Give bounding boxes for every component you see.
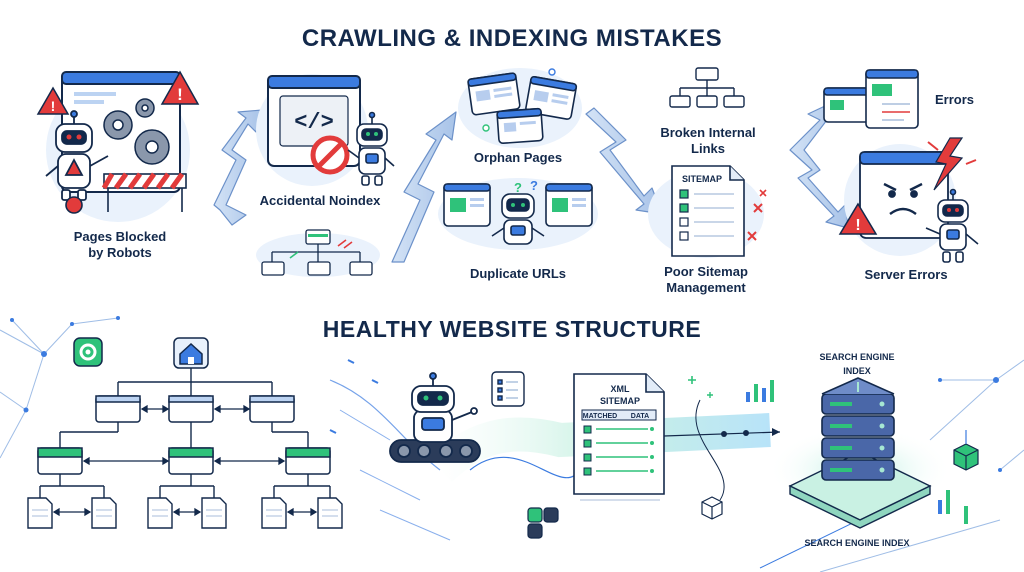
label-broken-internal: Broken Internal <box>660 125 755 140</box>
sitemap-doc-title: SITEMAP <box>682 174 722 184</box>
errors-illustration: Errors <box>823 69 974 129</box>
accidental-noindex-illustration: </> Accidental Noindex <box>256 74 395 277</box>
warning-icon: ! <box>838 202 878 235</box>
label-management: Management <box>666 280 746 295</box>
zigzag-arrow-2 <box>391 111 457 263</box>
crawler-robot <box>389 372 481 463</box>
home-icon <box>173 337 209 369</box>
cube-icon <box>701 496 723 520</box>
gear-icon <box>103 98 170 165</box>
cross-icon <box>747 189 767 241</box>
top-section-title: CRAWLING & INDEXING MISTAKES <box>302 25 722 52</box>
robot-icon <box>45 110 109 201</box>
puzzle-icon <box>527 507 559 539</box>
svg-text:!: ! <box>855 217 860 234</box>
broken-links-illustration: Broken Internal Links <box>660 67 756 156</box>
label-pages-blocked: Pages Blocked <box>74 229 167 244</box>
warning-icon: ! ! <box>36 70 200 115</box>
robot-icon <box>925 188 979 263</box>
label-duplicate-urls: Duplicate URLs <box>470 266 566 281</box>
index-subtitle: INDEX <box>843 366 871 376</box>
website-tree <box>27 337 343 529</box>
bottom-section-title: HEALTHY WEBSITE STRUCTURE <box>323 316 701 342</box>
question-icon: ? <box>514 180 522 195</box>
xml-subtitle: SITEMAP <box>600 396 640 406</box>
barrier-icon <box>65 172 187 214</box>
zigzag-arrow-3 <box>585 107 663 215</box>
code-icon: </> <box>294 110 334 135</box>
label-server-errors: Server Errors <box>864 267 947 282</box>
xml-col-matched: MATCHED <box>583 413 617 420</box>
xml-title: XML <box>611 384 631 394</box>
list-icon <box>491 371 525 407</box>
search-engine-index: SEARCH ENGINE INDEX SEARCH ENGINE INDEX <box>768 352 979 548</box>
pages-blocked-illustration: ! ! Pages Blocked by Robo <box>36 70 200 260</box>
label-errors: Errors <box>935 92 974 107</box>
label-accidental-noindex: Accidental Noindex <box>260 193 381 208</box>
lightning-icon <box>927 137 977 191</box>
label-links: Links <box>691 141 725 156</box>
index-title: SEARCH ENGINE <box>819 352 894 362</box>
orphan-pages-illustration: Orphan Pages <box>458 68 582 165</box>
xml-sitemap-document: XML SITEMAP MATCHED DATA <box>573 373 665 501</box>
duplicate-urls-illustration: ? ? Duplicate URLs <box>438 178 598 281</box>
server-errors-illustration: ! Server Errors <box>838 137 979 282</box>
bidirectional-arrow <box>52 404 318 517</box>
bar-chart-icon <box>746 380 968 524</box>
label-orphan-pages: Orphan Pages <box>474 150 562 165</box>
label-by-robots: by Robots <box>88 245 152 260</box>
poor-sitemap-illustration: SITEMAP Poor Sitemap Management <box>648 165 767 295</box>
no-entry-icon <box>310 135 350 175</box>
robot-icon: ? ? <box>491 178 545 245</box>
angry-face-icon <box>883 182 923 215</box>
network-decoration-left <box>0 316 120 459</box>
flow-arrow <box>663 376 781 501</box>
label-poor-sitemap: Poor Sitemap <box>664 264 748 279</box>
svg-text:!: ! <box>51 98 56 114</box>
zigzag-arrow-1 <box>213 109 263 226</box>
broken-tree-diagram <box>256 229 380 277</box>
server-stack-icon <box>821 377 895 481</box>
data-cube-icon <box>953 430 979 471</box>
settings-badge-icon <box>73 337 103 367</box>
index-caption: SEARCH ENGINE INDEX <box>804 538 909 548</box>
robot-icon <box>347 111 395 186</box>
question-icon: ? <box>530 178 538 193</box>
svg-text:!: ! <box>177 85 183 104</box>
xml-col-data: DATA <box>631 413 649 420</box>
